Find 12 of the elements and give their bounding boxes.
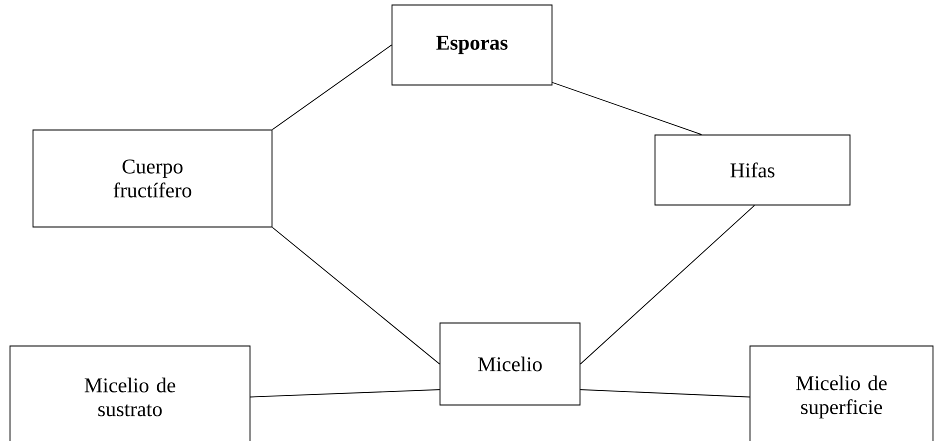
connector-line (580, 389, 750, 398)
connector-line (552, 82, 702, 135)
concept-box: Cuerpo fructífero (32, 130, 272, 228)
concept-box: Micelio de sustrato (10, 346, 250, 441)
concept-box: Micelio (440, 322, 580, 406)
connector-line (580, 205, 755, 364)
concept-box: Micelio de superficie (750, 346, 934, 441)
concept-box: Esporas (392, 4, 552, 86)
connector-line (272, 44, 392, 130)
concept-box: Hifas (654, 134, 850, 206)
connector-line (250, 389, 440, 398)
connector-line (272, 227, 440, 364)
